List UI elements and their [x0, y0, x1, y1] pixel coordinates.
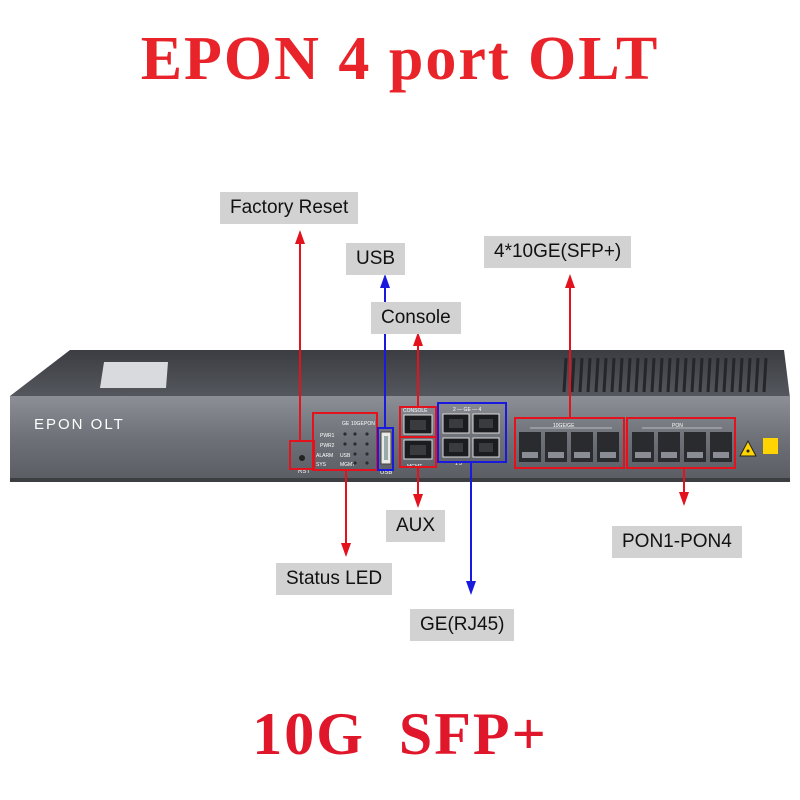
pon-callout-label: PON1-PON4	[612, 526, 742, 558]
ge-top-label: 2 — GE — 4	[453, 407, 482, 413]
highlight-boxes	[289, 402, 736, 471]
ge-rj45-ports[interactable]: 2 — GE — 4 1 3	[442, 407, 500, 467]
status-led-label: Status LED	[276, 563, 393, 595]
pon-ports[interactable]: PON	[632, 423, 732, 462]
laser-warning-icon	[739, 439, 757, 457]
console-mgmt-ports[interactable]: CONSOLE MGMT	[403, 408, 433, 470]
led-header-10ge: 10GE	[351, 421, 364, 427]
led-row-alarm: ALARM	[316, 453, 333, 459]
led-header-ge: GE	[342, 421, 350, 427]
console-port-label: CONSOLE	[403, 408, 428, 414]
led-row-pwr2: PWR2	[320, 443, 335, 449]
usb-port[interactable]: USB	[380, 431, 392, 476]
console-label: Console	[371, 302, 461, 334]
page-subtitle: 10G SFP+	[252, 701, 548, 767]
reset-button-area[interactable]: RST	[298, 455, 310, 475]
pon-label: PON	[672, 423, 683, 429]
led-extra-usb: USB	[340, 453, 351, 459]
chassis-top	[10, 350, 790, 398]
ge-bottom-label: 1 3	[455, 461, 462, 467]
led-row-sys: SYS	[316, 462, 327, 468]
page-title: EPON 4 port OLT	[140, 25, 660, 93]
led-row-pwr1: PWR1	[320, 433, 335, 439]
led-extra-mgmt: MGMT	[340, 462, 355, 468]
sfp-plus-ports[interactable]: 10GE/GE	[519, 423, 619, 462]
led-header-pon: PON	[364, 421, 375, 427]
factory-reset-label: Factory Reset	[220, 192, 359, 224]
usb-port-label: USB	[380, 470, 392, 476]
ge-rj45-label: GE(RJ45)	[410, 609, 515, 641]
sfp-plus-callout-label: 4*10GE(SFP+)	[484, 236, 632, 268]
status-led-panel: GE 10GE PON PWR1 PWR2 ALARM SYS USB MGMT	[316, 421, 375, 468]
warning-sticker	[763, 438, 778, 454]
brand-text: EPON OLT	[34, 416, 125, 433]
usb-label: USB	[346, 243, 406, 275]
rst-label: RST	[298, 469, 310, 475]
aux-label: AUX	[386, 510, 446, 542]
vent-slots	[562, 357, 768, 393]
sfp-plus-label: 10GE/GE	[553, 423, 575, 429]
